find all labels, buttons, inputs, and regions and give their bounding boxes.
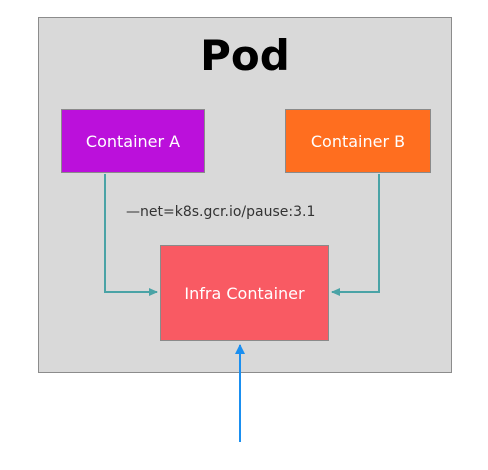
infra-container-box: Infra Container xyxy=(160,245,329,341)
connector-a-to-infra xyxy=(104,174,158,296)
container-a-box: Container A xyxy=(61,109,205,173)
net-flag-label: —net=k8s.gcr.io/pause:3.1 xyxy=(126,204,316,220)
connector-b-to-infra xyxy=(331,174,380,296)
container-b-label: Container B xyxy=(310,131,406,151)
pod-title: Pod xyxy=(200,31,290,80)
container-a-label: Container A xyxy=(85,131,181,151)
container-b-box: Container B xyxy=(285,109,431,173)
infra-container-label: Infra Container xyxy=(184,283,305,303)
